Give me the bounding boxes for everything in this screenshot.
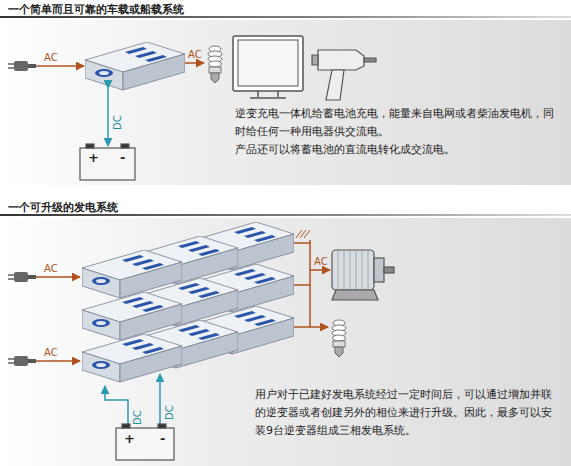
signal-label: AC bbox=[44, 52, 58, 64]
description-text: 用户对于已建好发电系统经过一定时间后，可以通过增加并联的逆变器或者创建另外的相位… bbox=[255, 386, 561, 440]
terminal-sign: + bbox=[88, 151, 99, 165]
terminal-sign: - bbox=[120, 151, 125, 165]
dc-label: DC bbox=[164, 405, 176, 420]
section-heading: 一个简单而且可靠的车载或船载系统 bbox=[8, 2, 184, 17]
section-heading: 一个可升级的发电系统 bbox=[8, 200, 118, 215]
dc-label: DC bbox=[132, 410, 144, 425]
signal-label: AC bbox=[44, 263, 58, 275]
dc-label: DC bbox=[112, 115, 124, 130]
terminal-sign: + bbox=[124, 432, 135, 446]
description-text: 产品还可以将蓄电池的直流电转化成交流电。 bbox=[235, 141, 561, 159]
signal-label: AC bbox=[314, 256, 328, 268]
signal-label: AC bbox=[188, 49, 202, 61]
signal-label: AC bbox=[44, 347, 58, 359]
terminal-sign: - bbox=[160, 432, 165, 446]
description-text: 逆变充电一体机给蓄电池充电，能量来自电网或者柴油发电机，同时给任何一种用电器供交… bbox=[235, 105, 561, 141]
